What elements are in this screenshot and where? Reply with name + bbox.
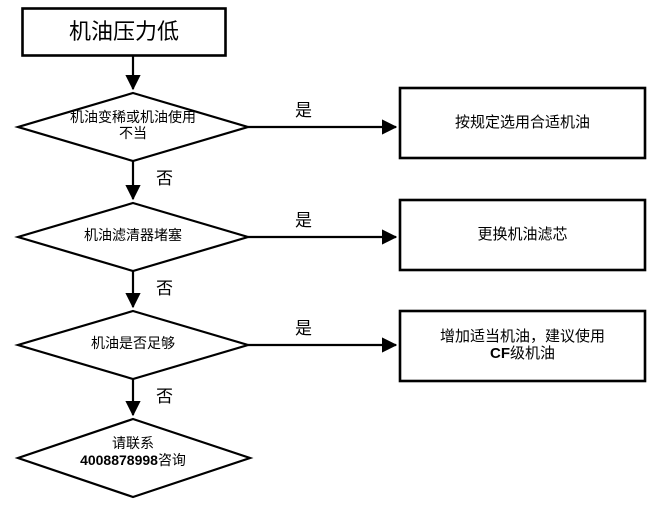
action-replace-filter-shape[interactable]: [398, 198, 647, 272]
start-node-shape[interactable]: [21, 7, 227, 57]
action-select-proper-oil-shape[interactable]: [398, 86, 647, 160]
action-add-oil-shape[interactable]: [398, 309, 647, 383]
decision-oil-enough-shape[interactable]: [14, 309, 252, 381]
decision-oil-thin-shape[interactable]: [14, 91, 252, 163]
terminal-contact-shape[interactable]: [14, 417, 254, 499]
decision-filter-clogged-shape[interactable]: [14, 201, 252, 273]
